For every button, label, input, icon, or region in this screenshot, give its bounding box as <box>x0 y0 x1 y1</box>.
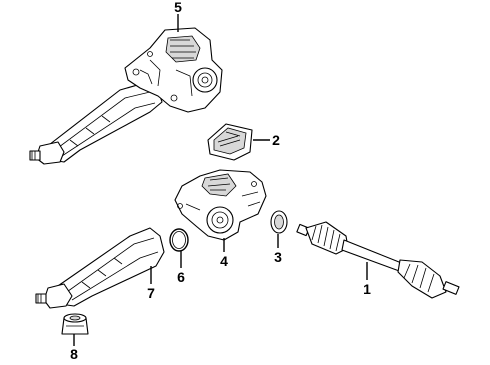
part-2-control-module <box>207 123 253 161</box>
callout-6: 6 <box>177 269 185 285</box>
callout-8: 8 <box>70 346 78 360</box>
part-1-drive-axle <box>296 221 460 299</box>
callout-3: 3 <box>274 249 282 265</box>
part-4-differential-housing <box>174 169 267 241</box>
callout-2: 2 <box>272 132 280 148</box>
callout-1: 1 <box>363 281 371 297</box>
callout-labels: 5 2 3 4 6 7 1 8 <box>70 0 371 362</box>
part-7-carrier-arm <box>35 227 165 309</box>
part-8-bushing <box>61 313 89 335</box>
callout-7: 7 <box>147 285 155 301</box>
callout-4: 4 <box>220 253 228 269</box>
part-3-seal <box>270 210 288 234</box>
leader-lines <box>73 14 368 346</box>
callout-5: 5 <box>174 0 182 15</box>
part-6-o-ring <box>169 228 189 252</box>
part-5-rear-drive-assembly <box>29 27 223 165</box>
